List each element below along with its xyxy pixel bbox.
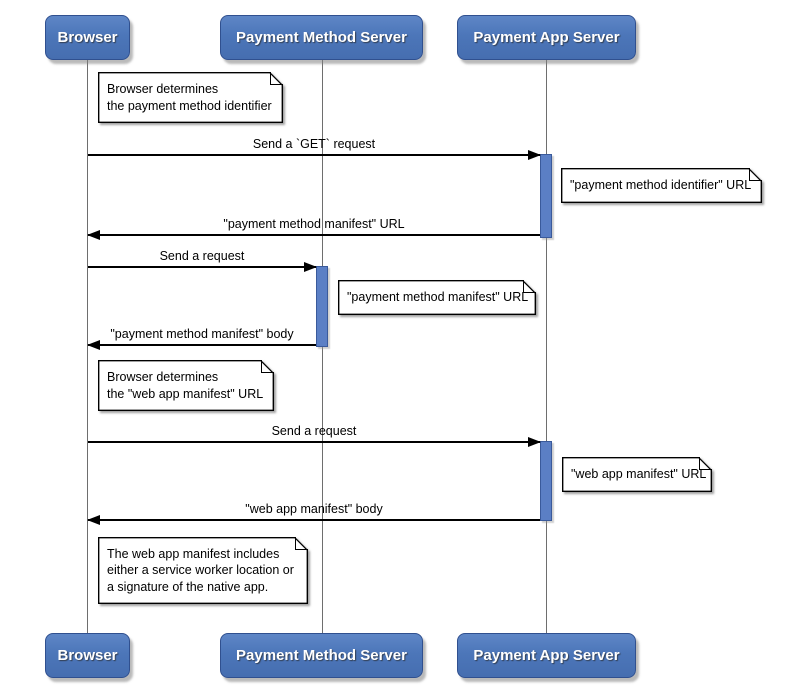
actor-payment-app-server-top: Payment App Server: [457, 15, 636, 60]
actor-browser-bottom: Browser: [45, 633, 130, 678]
message-send-request-app-server: Send a request: [88, 423, 541, 447]
actor-label: Payment App Server: [473, 29, 620, 46]
arrowhead-left-icon: [87, 230, 100, 240]
message-label: Send a `GET` request: [252, 137, 376, 151]
note-text: "payment method manifest" URL: [347, 290, 529, 305]
note-fold-icon: [261, 360, 274, 373]
note-fold-icon: [749, 168, 762, 181]
note-text: "web app manifest" URL: [571, 467, 707, 482]
message-label: "payment method manifest" URL: [223, 217, 405, 231]
message-line: [87, 230, 540, 240]
lifeline-payment-app-server: [546, 60, 547, 633]
actor-label: Payment App Server: [473, 647, 620, 664]
actor-label: Browser: [57, 29, 118, 46]
actor-label: Payment Method Server: [236, 647, 407, 664]
message-line: [87, 515, 540, 525]
message-line: [88, 150, 541, 160]
message-line: [87, 340, 316, 350]
note-fold-icon: [523, 280, 536, 293]
note-web-app-manifest-contents: The web app manifest includes either a s…: [98, 537, 308, 604]
note-text: Browser determines the payment method id…: [107, 82, 272, 113]
arrowhead-left-icon: [87, 515, 100, 525]
message-label: "web app manifest" body: [245, 502, 383, 516]
message-line: [88, 262, 317, 272]
note-payment-method-manifest-url: "payment method manifest" URL: [338, 280, 536, 315]
note-text: Browser determines the "web app manifest…: [107, 370, 264, 401]
actor-label: Payment Method Server: [236, 29, 407, 46]
activation-bar-payment-app-server-2: [540, 441, 552, 521]
note-text: "payment method identifier" URL: [570, 178, 752, 193]
actor-payment-method-server-top: Payment Method Server: [220, 15, 423, 60]
message-line: [88, 437, 541, 447]
activation-bar-payment-method-server: [316, 266, 328, 347]
message-payment-method-manifest-body-return: "payment method manifest" body: [87, 326, 316, 350]
actor-browser-top: Browser: [45, 15, 130, 60]
note-fold-icon: [699, 457, 712, 470]
message-web-app-manifest-body-return: "web app manifest" body: [87, 501, 540, 525]
note-fold-icon: [295, 537, 308, 550]
message-label: Send a request: [271, 424, 357, 438]
note-browser-determines-web-app-manifest-url: Browser determines the "web app manifest…: [98, 360, 274, 411]
note-web-app-manifest-url: "web app manifest" URL: [562, 457, 712, 492]
note-payment-method-identifier-url: "payment method identifier" URL: [561, 168, 762, 203]
activation-bar-payment-app-server-1: [540, 154, 552, 238]
arrowhead-right-icon: [528, 437, 541, 447]
message-label: Send a request: [159, 249, 245, 263]
actor-payment-method-server-bottom: Payment Method Server: [220, 633, 423, 678]
arrowhead-right-icon: [528, 150, 541, 160]
actor-label: Browser: [57, 647, 118, 664]
arrowhead-right-icon: [304, 262, 317, 272]
arrowhead-left-icon: [87, 340, 100, 350]
note-browser-determines-identifier: Browser determines the payment method id…: [98, 72, 283, 123]
message-label: "payment method manifest" body: [110, 327, 294, 341]
note-fold-icon: [270, 72, 283, 85]
message-send-request-method-server: Send a request: [88, 248, 317, 272]
message-send-get-request: Send a `GET` request: [88, 136, 541, 160]
actor-payment-app-server-bottom: Payment App Server: [457, 633, 636, 678]
note-text: The web app manifest includes either a s…: [107, 546, 294, 594]
message-payment-method-manifest-url-return: "payment method manifest" URL: [87, 216, 540, 240]
